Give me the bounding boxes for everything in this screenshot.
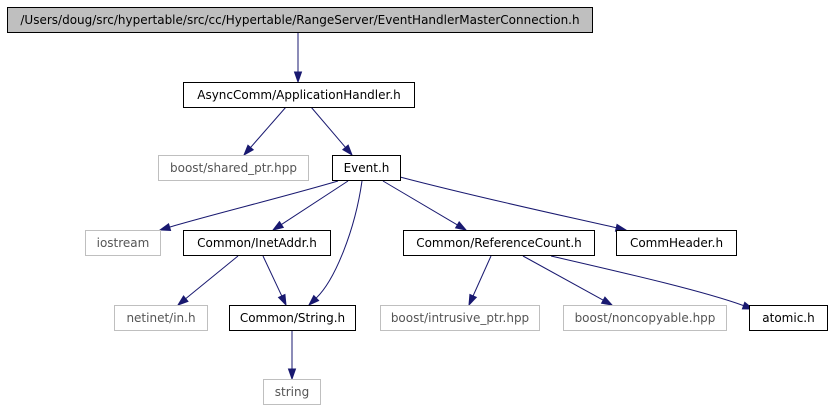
node-label-noncopyable: boost/noncopyable.hpp (575, 311, 716, 325)
node-box-noncopyable (563, 305, 727, 331)
node-label-apphandler: AsyncComm/ApplicationHandler.h (197, 88, 401, 102)
node-commheader[interactable]: CommHeader.h (616, 230, 737, 256)
node-label-sharedptr: boost/shared_ptr.hpp (170, 161, 297, 175)
arrowhead-inetaddr-to-string_h (277, 293, 287, 307)
edge-apphandler-to-sharedptr (250, 106, 287, 148)
arrowhead-apphandler-to-sharedptr (243, 144, 255, 157)
node-label-netinet: netinet/in.h (126, 311, 195, 325)
node-refcount[interactable]: Common/ReferenceCount.h (403, 230, 595, 256)
edge-event-to-string_h (315, 180, 363, 299)
node-box-string (263, 379, 321, 405)
node-label-refcount: Common/ReferenceCount.h (416, 236, 582, 250)
arrowhead-event-to-inetaddr (271, 220, 285, 231)
node-box-root (7, 7, 593, 33)
node-box-sharedptr (158, 155, 309, 181)
edge-event-to-refcount (382, 180, 458, 226)
arrowhead-refcount-to-intrusive (468, 293, 478, 307)
node-box-inetaddr (183, 230, 331, 256)
edge-inetaddr-to-string_h (262, 255, 283, 297)
edge-refcount-to-atomic (550, 255, 744, 307)
arrowhead-apphandler-to-event (341, 144, 353, 157)
edge-event-to-iostream (169, 180, 339, 228)
node-box-iostream (85, 230, 161, 256)
node-box-commheader (616, 230, 737, 256)
node-intrusive: boost/intrusive_ptr.hpp (380, 305, 540, 331)
node-root: /Users/doug/src/hypertable/src/cc/Hypert… (7, 7, 593, 33)
node-apphandler[interactable]: AsyncComm/ApplicationHandler.h (183, 82, 415, 108)
node-box-refcount (403, 230, 595, 256)
arrowhead-inetaddr-to-netinet (176, 295, 189, 306)
arrowhead-event-to-string_h (307, 294, 320, 307)
node-box-intrusive (380, 305, 540, 331)
node-atomic[interactable]: atomic.h (749, 305, 828, 331)
edge-refcount-to-intrusive (472, 255, 492, 297)
arrowhead-root-to-apphandler (293, 71, 303, 84)
node-box-apphandler (183, 82, 415, 108)
edge-refcount-to-noncopyable (522, 255, 604, 301)
arrowhead-event-to-iostream (158, 222, 172, 232)
node-label-inetaddr: Common/InetAddr.h (197, 236, 317, 250)
node-netinet: netinet/in.h (114, 305, 208, 331)
edge-event-to-inetaddr (281, 180, 349, 225)
arrowhead-event-to-refcount (454, 221, 468, 231)
arrowhead-refcount-to-noncopyable (600, 296, 614, 306)
node-box-event (332, 155, 401, 181)
node-sharedptr: boost/shared_ptr.hpp (158, 155, 309, 181)
edges-layer (158, 32, 755, 381)
node-event[interactable]: Event.h (332, 155, 401, 181)
arrowhead-string_h-to-string (287, 368, 297, 381)
node-label-event: Event.h (344, 161, 390, 175)
edge-event-to-commheader (399, 176, 617, 229)
edge-apphandler-to-event (310, 106, 346, 148)
node-label-commheader: CommHeader.h (630, 236, 723, 250)
node-label-root: /Users/doug/src/hypertable/src/cc/Hypert… (20, 13, 579, 27)
node-iostream: iostream (85, 230, 161, 256)
node-box-netinet (114, 305, 208, 331)
node-label-atomic: atomic.h (762, 311, 814, 325)
node-box-string_h (229, 305, 356, 331)
node-box-atomic (749, 305, 828, 331)
node-label-intrusive: boost/intrusive_ptr.hpp (391, 311, 529, 325)
node-string_h[interactable]: Common/String.h (229, 305, 356, 331)
node-label-string_h: Common/String.h (240, 311, 345, 325)
node-inetaddr[interactable]: Common/InetAddr.h (183, 230, 331, 256)
node-string: string (263, 379, 321, 405)
edge-inetaddr-to-netinet (185, 255, 239, 300)
nodes-layer: /Users/doug/src/hypertable/src/cc/Hypert… (7, 7, 828, 405)
node-label-string: string (275, 385, 309, 399)
node-label-iostream: iostream (97, 236, 150, 250)
node-noncopyable: boost/noncopyable.hpp (563, 305, 727, 331)
